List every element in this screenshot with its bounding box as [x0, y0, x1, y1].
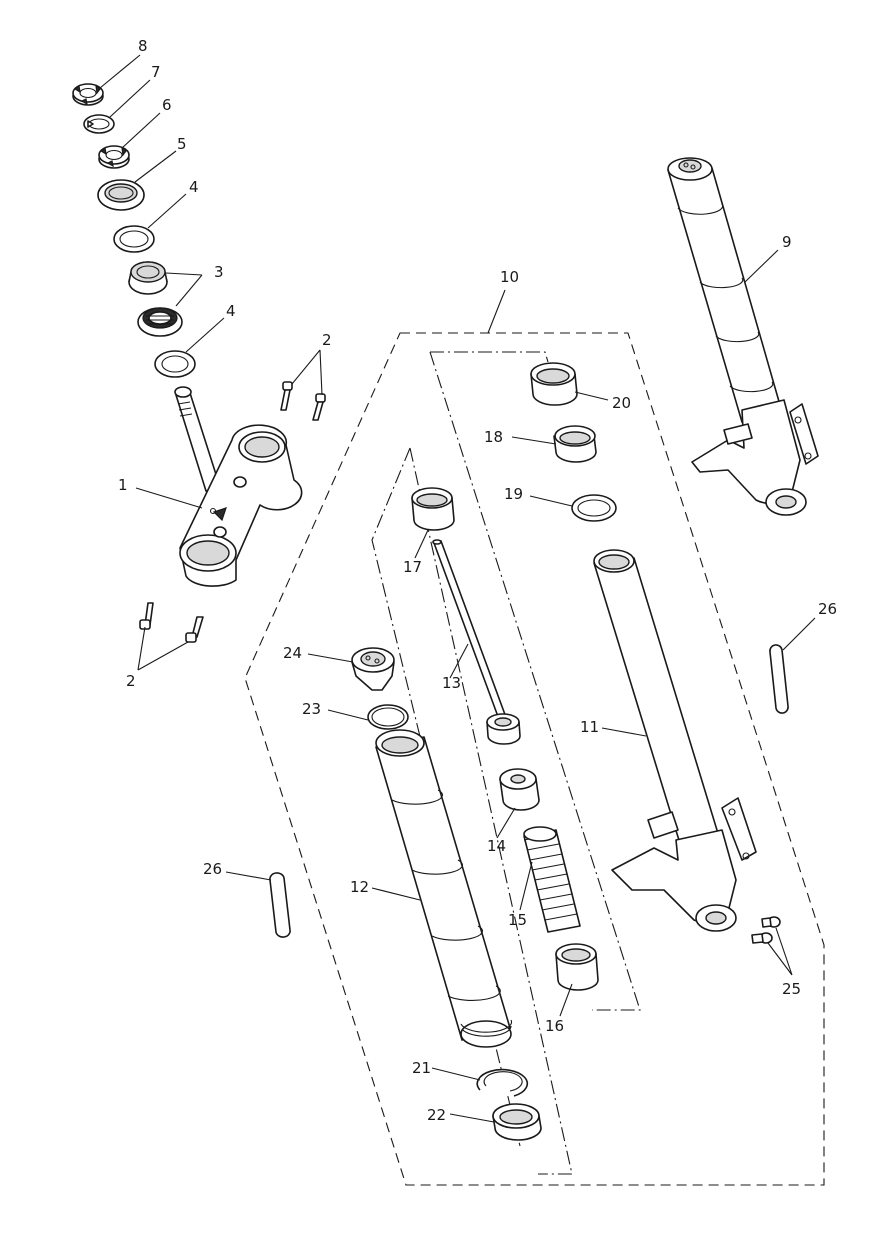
part-19-washer: [571, 494, 617, 522]
callout-2-upper: 2: [322, 331, 332, 349]
callout-19: 19: [504, 485, 523, 503]
part-4-washer-lower: [154, 350, 196, 378]
part-11-lower-leg: [593, 549, 757, 932]
part-21-circlip: [476, 1068, 529, 1097]
callout-17: 17: [403, 558, 422, 576]
part-3-bearing-lower: [137, 307, 183, 337]
part-2-screw-upper-b: [312, 393, 326, 421]
part-22-dust-seal: [492, 1103, 542, 1141]
callout-8: 8: [138, 37, 148, 55]
part-3-bearing-upper: [128, 261, 168, 295]
part-2-screw-lower-a: [139, 602, 154, 630]
part-2-screw-upper-a: [280, 381, 293, 411]
part-23-o-ring: [367, 704, 409, 730]
part-25-screw-b: [751, 932, 773, 944]
callout-5: 5: [177, 135, 187, 153]
part-26-bar-left: [269, 872, 291, 938]
part-5-dust-seal: [97, 179, 145, 211]
callout-26-left: 26: [203, 860, 222, 878]
part-20-seal: [530, 362, 578, 406]
part-8-locknut: [72, 83, 104, 106]
callout-labels: 8 7 6 5 4 3 4 2 1 2 10 9 20 18 19 17 26 …: [118, 37, 837, 1124]
part-12-outer-tube: [375, 729, 513, 1048]
callout-12: 12: [350, 878, 369, 896]
part-16-spacer: [555, 943, 599, 991]
callout-11: 11: [580, 718, 599, 736]
part-1-lower-yoke: [174, 386, 303, 587]
callout-3: 3: [214, 263, 224, 281]
leader-lines: [99, 54, 816, 1123]
callout-2-lower: 2: [126, 672, 136, 690]
callout-1: 1: [118, 476, 128, 494]
callout-20: 20: [612, 394, 631, 412]
part-2-screw-lower-b: [185, 616, 204, 643]
callout-10: 10: [500, 268, 519, 286]
callout-21: 21: [412, 1059, 431, 1077]
callout-4-lower: 4: [226, 302, 236, 320]
callout-22: 22: [427, 1106, 446, 1124]
callout-24: 24: [283, 644, 302, 662]
part-4-washer-upper: [113, 225, 155, 253]
part-18-bush: [553, 425, 597, 463]
part-26-bar-right: [769, 644, 789, 714]
subassembly-outer-outline: [429, 351, 641, 1011]
callout-9: 9: [782, 233, 792, 251]
callout-25: 25: [782, 980, 801, 998]
callout-26-right: 26: [818, 600, 837, 618]
callout-4-upper: 4: [189, 178, 199, 196]
callout-16: 16: [545, 1017, 564, 1035]
assembly-10-outline: [244, 332, 825, 1186]
part-7-tab-washer: [83, 114, 115, 134]
part-24-top-cap: [351, 647, 395, 691]
part-13-damper-rod: [432, 539, 521, 745]
callout-14: 14: [487, 837, 506, 855]
part-6-adjuster-nut: [98, 145, 130, 169]
callout-7: 7: [151, 63, 161, 81]
callout-6: 6: [162, 96, 172, 114]
part-17-bush: [411, 487, 455, 531]
callout-13: 13: [442, 674, 461, 692]
callout-23: 23: [302, 700, 321, 718]
part-15-fork-spring: [523, 826, 581, 933]
callout-15: 15: [508, 911, 527, 929]
part-14-spacer: [499, 768, 540, 811]
part-25-screw-a: [761, 916, 781, 928]
callout-18: 18: [484, 428, 503, 446]
part-9-fork-leg-assembly: [667, 157, 819, 516]
